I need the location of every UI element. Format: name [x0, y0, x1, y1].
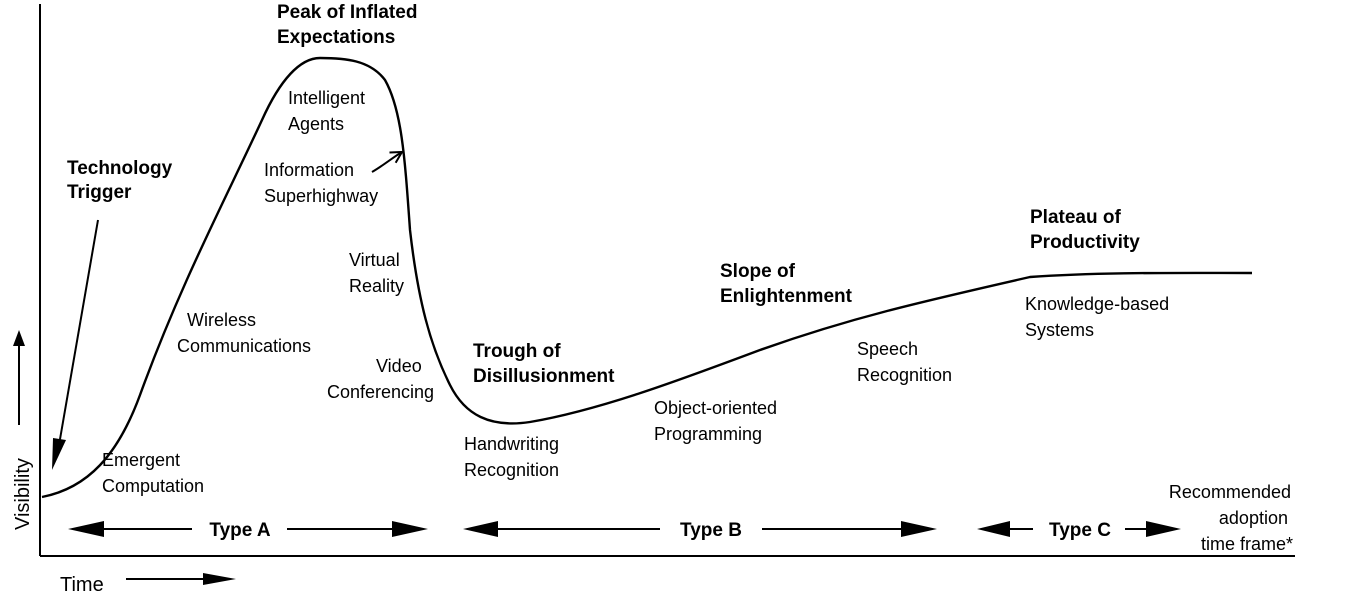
- phase-trough-label: Trough of Disillusionment: [473, 341, 615, 387]
- type-b-right-arrowhead-icon: [901, 521, 937, 537]
- type-b-label: Type B: [680, 520, 742, 541]
- type-a-right-arrowhead-icon: [392, 521, 428, 537]
- tech-superhighway-label: Information Superhighway: [264, 160, 378, 206]
- phase-peak-label: Peak of Inflated Expectations: [277, 2, 423, 48]
- type-c-left-arrowhead-icon: [977, 521, 1010, 537]
- type-b-left-arrowhead-icon: [463, 521, 498, 537]
- hype-curve: [41, 56, 1253, 499]
- phase-plateau-label: Plateau of Productivity: [1030, 207, 1140, 253]
- tech-video-label: Video Conferencing: [327, 356, 434, 402]
- tech-speech-label: Speech Recognition: [857, 339, 952, 385]
- tech-vr-label: Virtual Reality: [349, 250, 405, 296]
- x-axis-label: Time: [60, 574, 104, 596]
- y-axis-label: Visibility: [12, 458, 34, 530]
- trigger-arrow-line: [58, 219, 99, 446]
- tech-oop-label: Object-oriented Programming: [654, 398, 782, 444]
- type-c-right-arrowhead-icon: [1146, 521, 1181, 537]
- adoption-note-label: Recommended adoption time frame*: [1169, 482, 1296, 554]
- type-a-left-arrowhead-icon: [68, 521, 104, 537]
- trigger-arrow-head-icon: [52, 438, 66, 470]
- tech-knowledge-label: Knowledge-based Systems: [1025, 294, 1174, 340]
- tech-handwriting-label: Handwriting Recognition: [464, 434, 564, 480]
- type-c-label: Type C: [1049, 520, 1111, 541]
- superhighway-pointer-icon: [371, 152, 402, 173]
- phase-trigger-label: Technology Trigger: [67, 158, 178, 203]
- time-arrow-head-icon: [203, 573, 236, 585]
- tech-agents-label: Intelligent Agents: [288, 88, 370, 134]
- tech-emergent-label: Emergent Computation: [102, 450, 204, 496]
- type-a-label: Type A: [209, 520, 271, 541]
- phase-slope-label: Slope of Enlightenment: [720, 261, 853, 307]
- tech-wireless-label: Wireless Communications: [177, 310, 311, 356]
- visibility-arrow-head-icon: [13, 330, 25, 346]
